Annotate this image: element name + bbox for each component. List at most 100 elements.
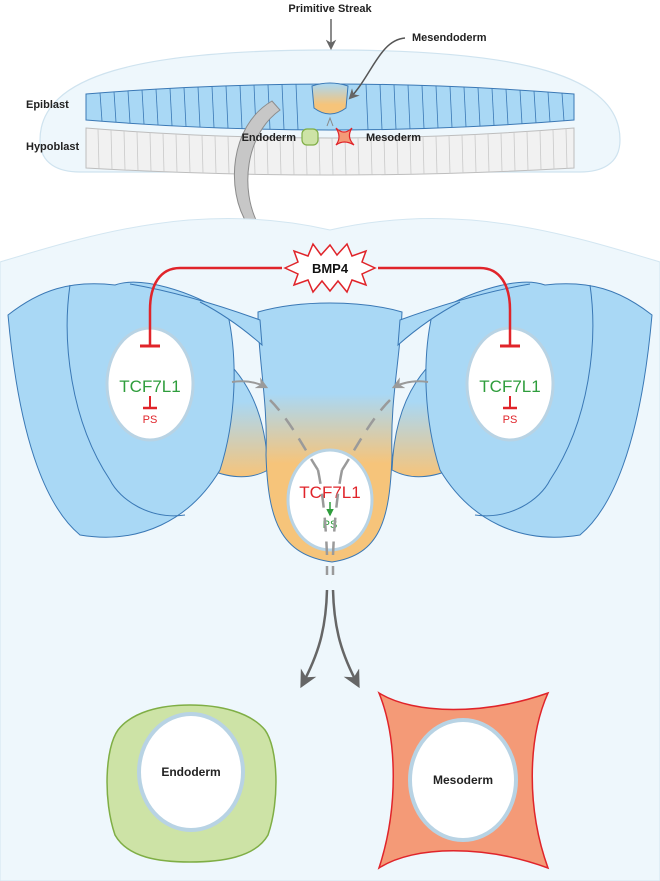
epiblast-cell-divider [491, 88, 495, 126]
differentiation: Endoderm Mesoderm [106, 589, 550, 870]
left-ps-label: PS [143, 414, 158, 426]
left-cell-back [129, 283, 263, 347]
hypoblast-cell-divider [539, 130, 542, 170]
epiblast-cell-divider [379, 84, 383, 130]
mesoderm-bottom-label: Mesoderm [433, 773, 493, 787]
center-tcf7l1-label: TCF7L1 [299, 483, 360, 502]
hypoblast-cell-divider [331, 137, 334, 176]
hypoblast-cell-divider [396, 137, 399, 175]
epiblast-cell-divider [99, 92, 103, 122]
bmp4-starburst [283, 242, 377, 294]
embryo-overview: Primitive Streak Mesendoderm Epiblast Hy… [26, 3, 621, 257]
endoderm-nucleus [137, 712, 245, 832]
hypoblast-label: Hypoblast [26, 141, 80, 153]
hypoblast-cell-divider [422, 136, 425, 174]
zoomed-tissue: BMP4 TCF7L1 PS TCF7L1 PS TCF7L1 PS [0, 217, 660, 881]
endoderm-small-cell [301, 128, 319, 146]
mesoderm-top-label: Mesoderm [366, 132, 421, 144]
epiblast-cell-divider [155, 89, 159, 125]
epiblast-cell-divider [197, 86, 201, 128]
epiblast-cell-divider [421, 85, 425, 129]
right-cell-back [397, 283, 531, 347]
epiblast-cell-divider [141, 89, 145, 125]
hypoblast-cell-divider [149, 132, 152, 172]
right-tcf7l1-label: TCF7L1 [479, 377, 540, 396]
hypoblast-cell-divider [435, 136, 438, 174]
hypoblast-cell-divider [123, 130, 126, 171]
epiblast-cell-divider [533, 90, 537, 124]
hypoblast-cell-divider [409, 136, 412, 175]
endoderm-bottom-label: Endoderm [161, 765, 220, 779]
hypoblast-cell-divider [383, 137, 386, 175]
center-nucleus [286, 448, 374, 552]
hypoblast-cell-divider [279, 137, 282, 175]
epiblast-cell-divider [169, 88, 173, 126]
epiblast-cell-divider [127, 90, 131, 124]
hypoblast-cell-divider [357, 137, 360, 175]
bmp4-left-inhibition [148, 266, 282, 345]
hypoblast-cell-divider [214, 135, 217, 174]
dashed-convergence-lines [269, 399, 391, 556]
epiblast-cell-divider [365, 84, 369, 130]
epiblast-cell-divider [519, 90, 523, 124]
epiblast-cell-divider [113, 91, 117, 123]
small-fork [326, 116, 334, 127]
mesendoderm-label: Mesendoderm [412, 32, 487, 44]
hypoblast-cell-divider [227, 136, 230, 174]
hypoblast-cell-divider [448, 135, 451, 174]
hypoblast-cell-divider [188, 134, 191, 173]
hypoblast-cell-divider [292, 137, 295, 175]
primitive-streak-label: Primitive Streak [288, 3, 372, 15]
hypoblast-cell-divider [565, 128, 568, 169]
right-migration-arrow [391, 377, 429, 389]
hypoblast-cell-divider [318, 137, 321, 175]
hypoblast-cell-divider [526, 131, 529, 171]
epiblast-cell-divider [183, 87, 187, 127]
mesoderm-nucleus [408, 718, 518, 842]
right-ps-label: PS [503, 414, 518, 426]
hypoblast-cell-divider [201, 135, 204, 174]
epiblast-cell-divider [281, 84, 285, 130]
hypoblast-cell-divider [110, 129, 113, 170]
epiblast-cell-divider [505, 89, 509, 125]
hypoblast-cell-divider [370, 137, 373, 175]
hypoblast-cell-divider [461, 135, 464, 173]
hypoblast-cell-divider [162, 133, 165, 172]
endoderm-top-label: Endoderm [242, 132, 297, 144]
epiblast-cell-divider [407, 85, 411, 129]
epiblast-cell-divider [561, 93, 565, 121]
epiblast-cell-divider [211, 86, 215, 128]
bmp4-label: BMP4 [312, 261, 349, 276]
hypoblast-cell-divider [500, 133, 503, 172]
primitive-streak-groove [311, 82, 349, 115]
bmp4-right-inhibition [378, 266, 512, 345]
hypoblast-cell-divider [552, 129, 555, 170]
epiblast-cell-divider [393, 84, 397, 130]
hypoblast-cell-divider [97, 128, 100, 169]
hypoblast-cell-divider [513, 132, 516, 172]
to-endoderm-arrow [300, 589, 329, 689]
to-mesoderm-arrow [331, 589, 360, 689]
epiblast-label: Epiblast [26, 99, 69, 111]
right-cell-inner-divider [474, 284, 594, 517]
hypoblast-cell-divider [487, 133, 490, 173]
hypoblast-cell-divider [175, 134, 178, 173]
epiblast-cell-divider [547, 91, 551, 123]
epiblast-cell-divider [225, 85, 229, 129]
hypoblast-cell-divider [136, 131, 139, 171]
epiblast-cell-divider [463, 86, 467, 128]
mesoderm-small-cell [335, 127, 355, 146]
epiblast-cell-divider [477, 87, 481, 127]
epiblast-cell-divider [435, 85, 439, 129]
epiblast-cell-divider [295, 84, 299, 130]
hypoblast-cell-divider [474, 134, 477, 173]
hypoblast-cell-divider [266, 137, 269, 175]
left-tcf7l1-label: TCF7L1 [119, 377, 180, 396]
left-cell-inner-divider [66, 284, 186, 517]
mesendoderm-arrow [348, 37, 406, 100]
epiblast-cell-divider [449, 86, 453, 128]
hypoblast-cell-divider [344, 137, 347, 175]
epiblast-cell-divider [239, 85, 243, 129]
left-migration-arrow [231, 377, 269, 389]
